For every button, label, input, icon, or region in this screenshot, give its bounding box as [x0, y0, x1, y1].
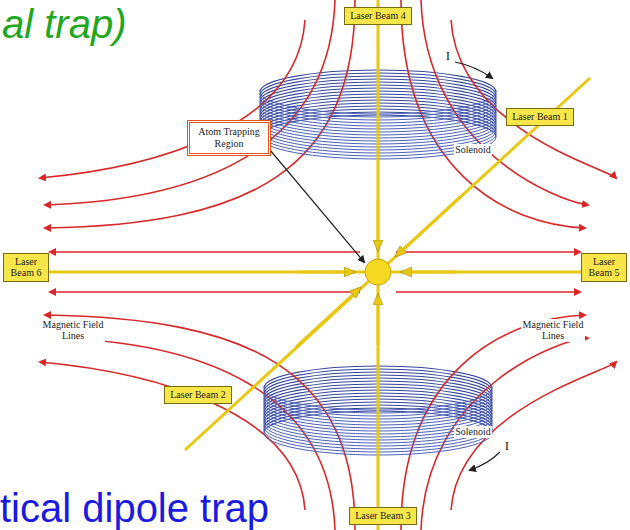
- field-label: Magnetic Field Lines: [41, 319, 105, 342]
- laser-beam-box: Laser Beam 2: [164, 386, 232, 404]
- box-label: Laser Beam 4: [350, 10, 406, 22]
- current-label: I: [445, 49, 451, 64]
- box-label: Laser Beam 5: [587, 256, 621, 279]
- laser-beam-box: Laser Beam 3: [349, 507, 417, 525]
- box-label: Laser Beam 1: [512, 111, 568, 123]
- current-label: I: [504, 439, 510, 454]
- trap-region: [365, 259, 391, 285]
- box-label: Laser Beam 2: [170, 389, 226, 401]
- box-label: Atom Trapping Region: [196, 126, 262, 150]
- callout-box: Atom Trapping Region: [187, 120, 271, 156]
- laser-beam-box: Laser Beam 1: [506, 108, 574, 126]
- heading-fragment: tical dipole trap: [0, 488, 269, 528]
- beam-arrows: [296, 197, 460, 347]
- current-arrow: [470, 452, 500, 470]
- laser-beam-box: Laser Beam 4: [344, 7, 412, 25]
- current-arrow: [455, 62, 492, 78]
- solenoid-label: Solenoid: [454, 144, 492, 156]
- field-label: Magnetic Field Lines: [521, 319, 585, 342]
- leader-line: [270, 150, 364, 262]
- magnetic-field-lines: [40, 0, 616, 530]
- heading-fragment: al trap): [2, 4, 127, 44]
- laser-beams: [45, 0, 590, 530]
- solenoid-label: Solenoid: [454, 426, 492, 438]
- laser-beam-box: Laser Beam 6: [3, 253, 49, 282]
- box-label: Laser Beam 3: [355, 510, 411, 522]
- laser-beam-box: Laser Beam 5: [581, 253, 627, 282]
- box-label: Laser Beam 6: [9, 256, 43, 279]
